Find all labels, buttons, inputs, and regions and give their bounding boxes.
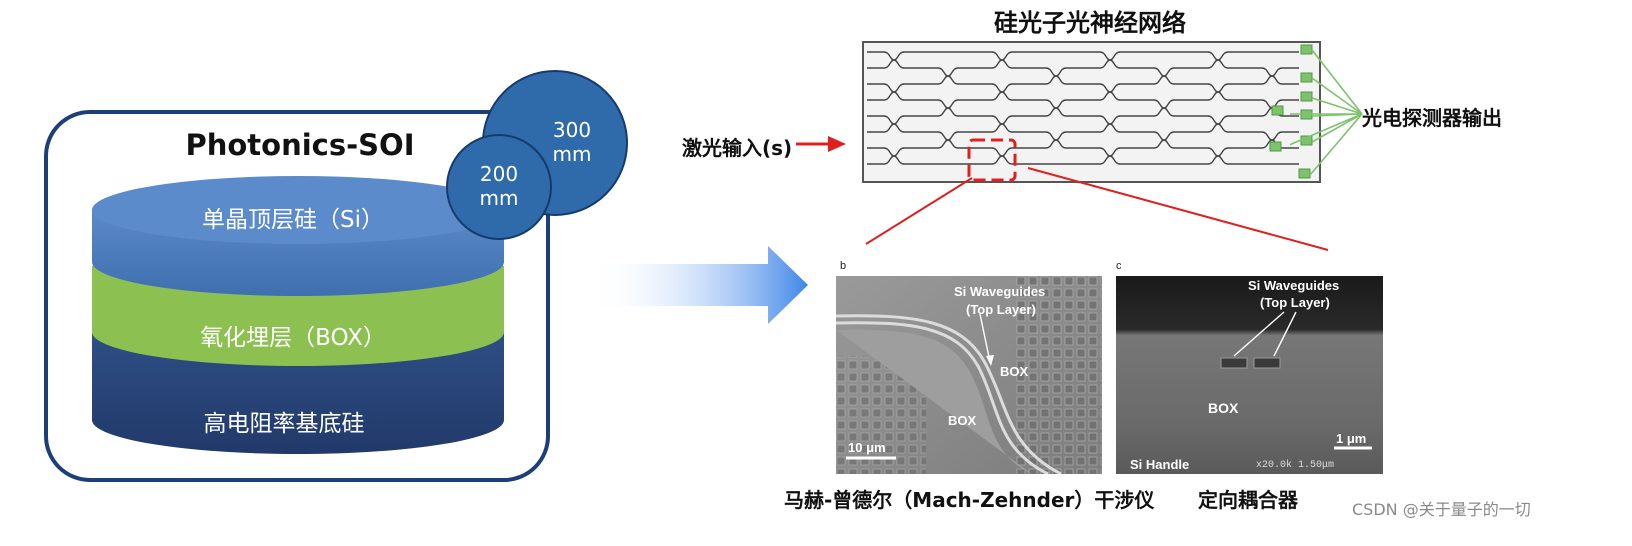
transition-arrow [590, 246, 808, 324]
mzi-waveguides-line1: Si Waveguides [954, 284, 1046, 299]
mzi-waveguides-line2: (Top Layer) [966, 302, 1036, 317]
soi-frame [44, 110, 550, 482]
dc-micrograph: Si Waveguides (Top Layer) BOX 1 μm Si Ha… [1116, 276, 1383, 474]
wafer-200-size: 200 [479, 162, 519, 186]
soi-stack-graphic [92, 176, 504, 454]
dc-waveguides-line1: Si Waveguides [1248, 278, 1340, 293]
mzi-box-label-2: BOX [948, 413, 977, 428]
box-layer-label: 氧化埋层（BOX） [200, 325, 386, 351]
waveguide-path [867, 139, 1299, 157]
dc-handle-label: Si Handle [1130, 457, 1190, 472]
detector-output-label: 光电探测器输出 [1362, 106, 1502, 130]
dc-box-label: BOX [1208, 400, 1239, 416]
mzi-caption: 马赫-曾德尔（Mach-Zehnder）干涉仪 [784, 488, 1155, 512]
mesh-network-diagram [862, 41, 1321, 183]
dc-scale-label: 1 μm [1336, 431, 1367, 446]
soi-title: Photonics-SOI [185, 128, 415, 162]
waveguide-path [867, 123, 1299, 141]
wafer-200-unit: mm [479, 186, 519, 210]
mzi-panel-letter: b [840, 260, 847, 272]
laser-input-label: 激光输入(s) [682, 136, 793, 160]
detector-output-lines [1290, 49, 1363, 176]
waveguide-path [867, 107, 1299, 125]
dc-meta-label: x20.0k 1.50μm [1256, 460, 1335, 471]
watermark: CSDN @关于量子的一切 [1352, 500, 1531, 519]
network-title: 硅光子光神经网络 [994, 9, 1186, 37]
mzi-box-label-1: BOX [1000, 364, 1029, 379]
waveguide-path [867, 75, 1299, 93]
laser-input-arrow [796, 136, 846, 152]
mzi-micrograph-graphic [836, 276, 1102, 474]
waveguide-path [867, 155, 1299, 165]
wafer-200mm: 200 mm [446, 134, 552, 240]
substrate-label: 高电阻率基底硅 [203, 411, 365, 437]
waveguide-path [867, 91, 1299, 109]
dc-micrograph-graphic [1116, 276, 1383, 474]
wafer-300-size: 300 [552, 118, 592, 142]
dc-caption: 定向耦合器 [1198, 488, 1298, 512]
top-si-surface [92, 176, 504, 244]
mzi-micrograph: Si Waveguides (Top Layer) BOX BOX 10 μm [836, 276, 1102, 474]
zoom-lines [865, 167, 1329, 251]
mzi-scale-label: 10 μm [848, 440, 886, 455]
top-si-label: 单晶顶层硅（Si） [202, 207, 384, 233]
highlight-box [967, 138, 1017, 182]
wafer-300-unit: mm [552, 142, 592, 166]
waveguide-path [867, 51, 1299, 61]
dc-panel-letter: c [1116, 260, 1122, 272]
dc-waveguides-line2: (Top Layer) [1260, 295, 1330, 310]
waveguide-path [867, 59, 1299, 77]
